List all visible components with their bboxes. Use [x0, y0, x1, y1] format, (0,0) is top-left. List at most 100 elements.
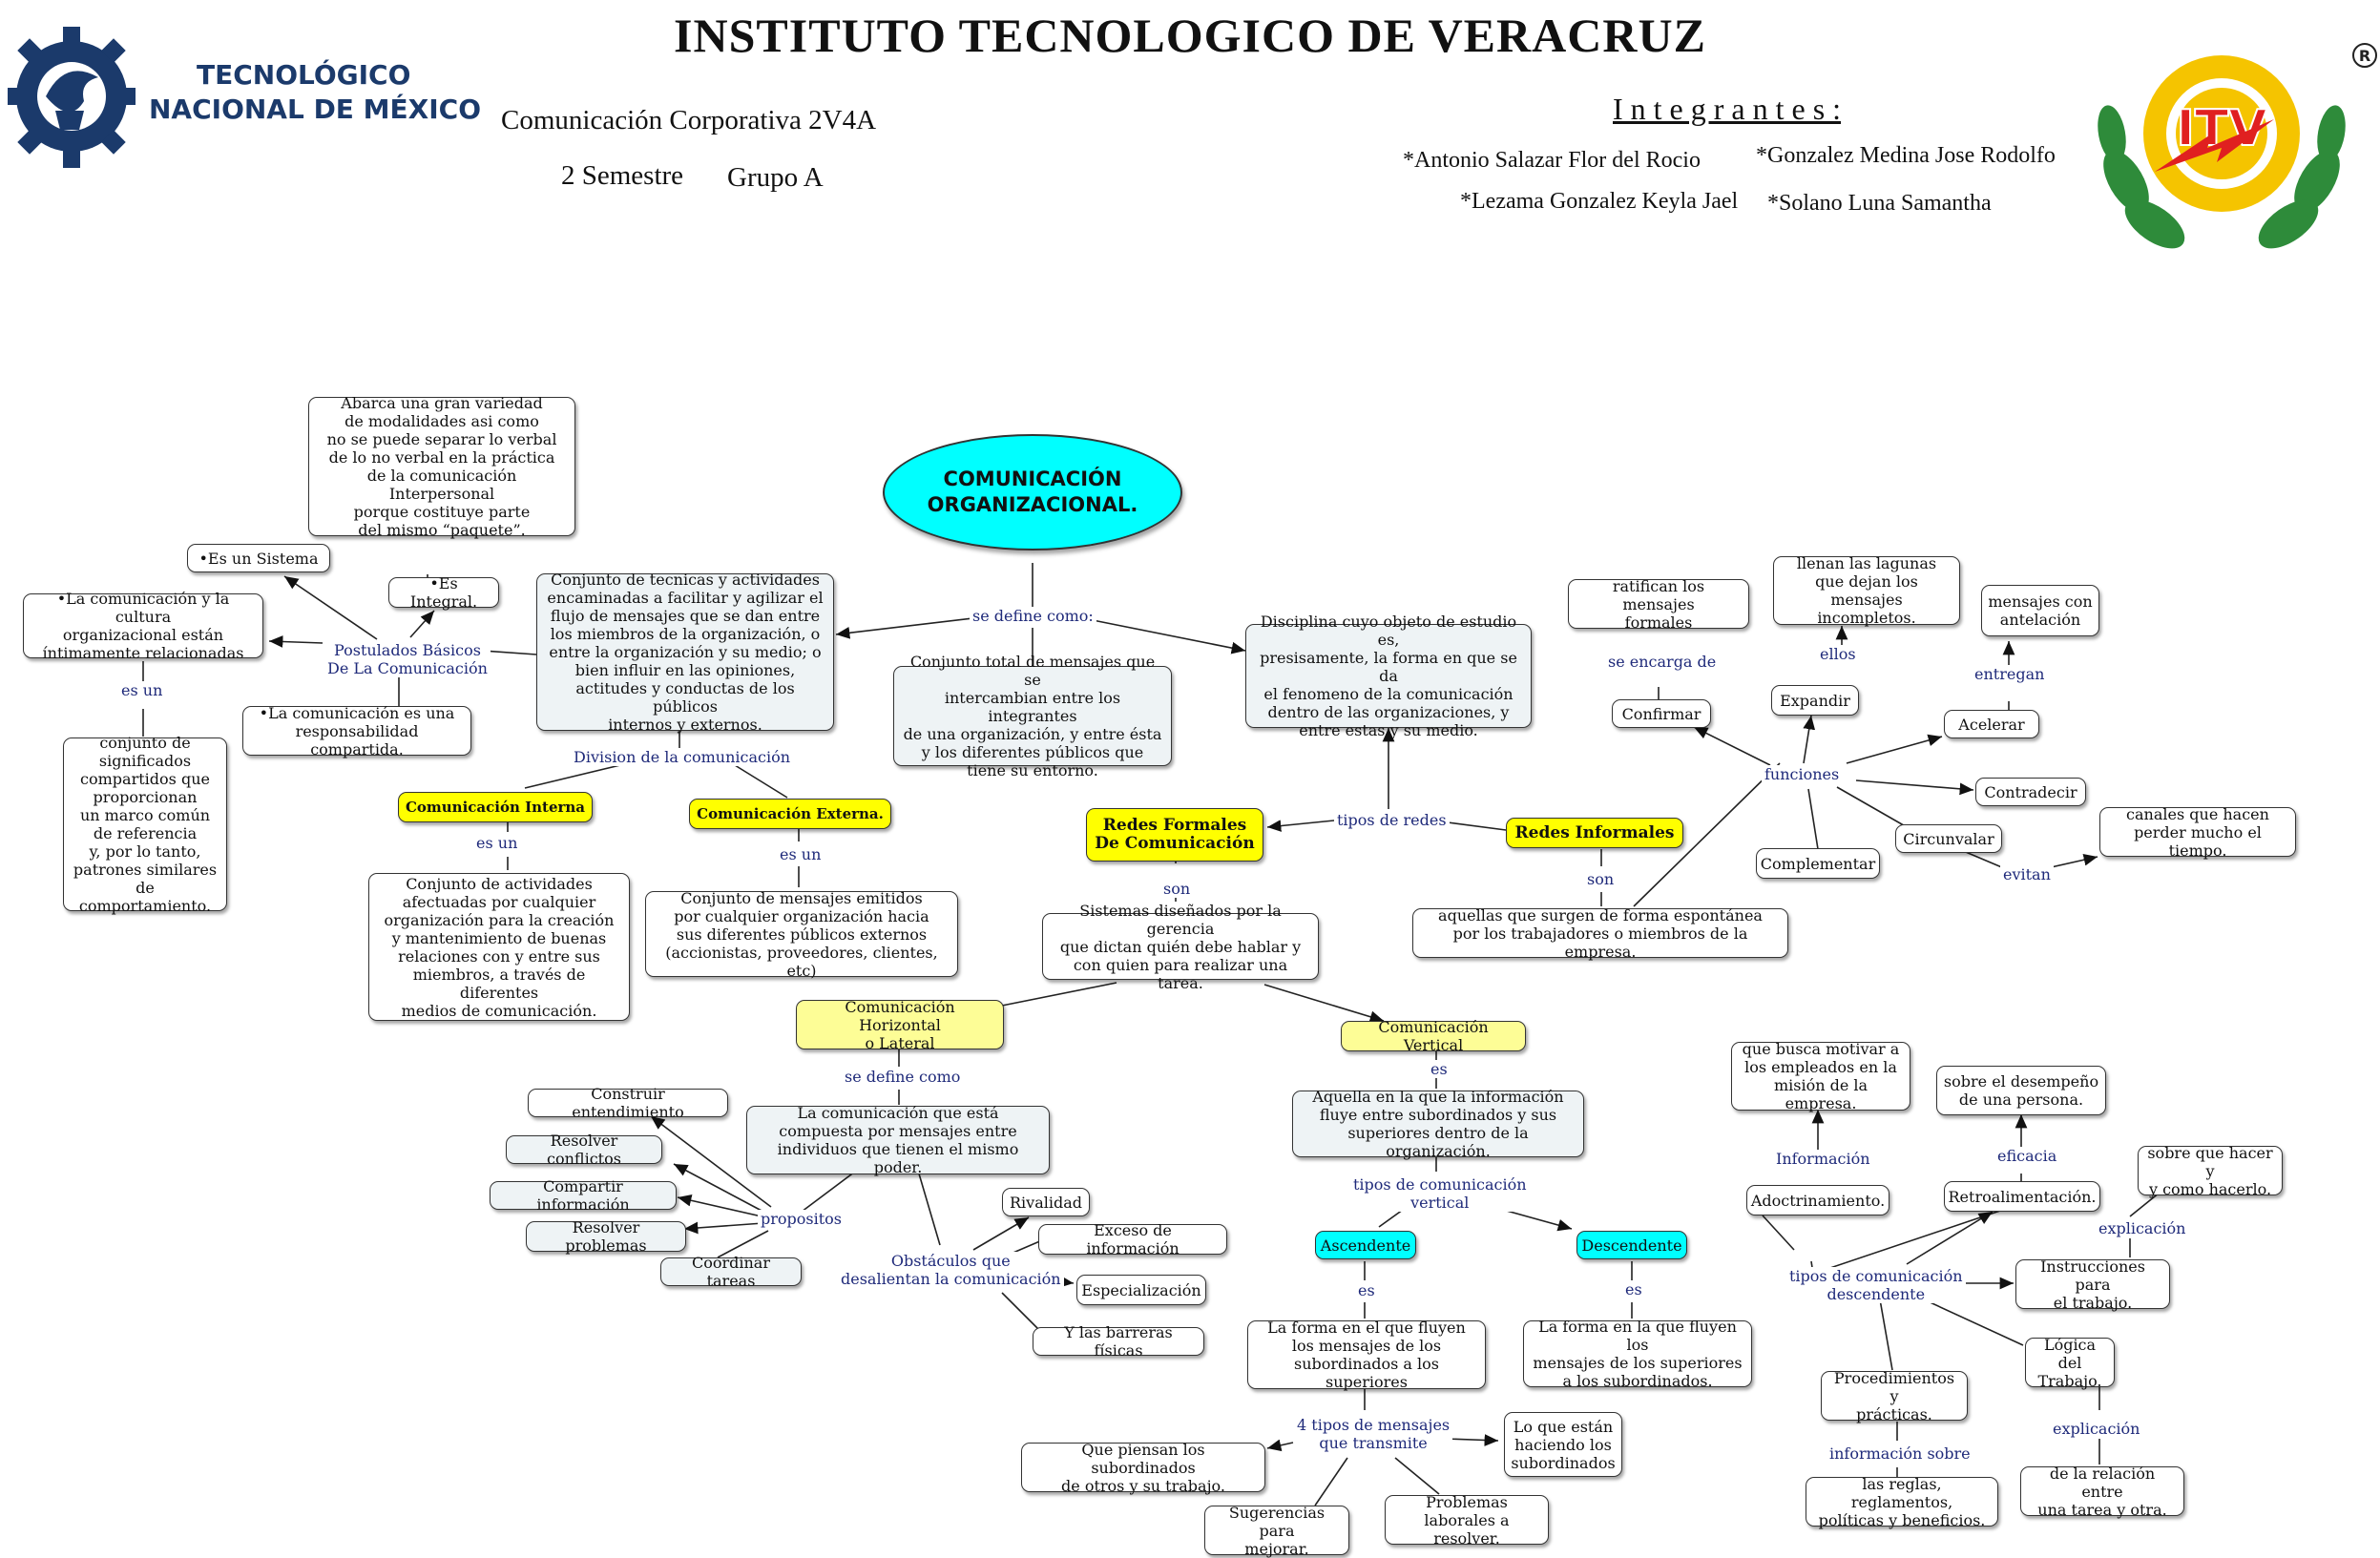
label-son-formales: son — [1160, 880, 1194, 898]
institute-title: INSTITUTO TECNOLOGICO DE VERACRUZ — [674, 9, 1706, 62]
comunicacion-externa: Comunicación Externa. — [689, 799, 891, 829]
label-es-descendente: es — [1622, 1280, 1645, 1298]
abarca-note: Abarca una gran variedad de modalidades … — [308, 394, 575, 539]
ascendente-desc: La forma en el que fluyen los mensajes d… — [1247, 1319, 1486, 1391]
expandir: Expandir — [1771, 685, 1859, 716]
main-concept: COMUNICACIÓN ORGANIZACIONAL. — [883, 434, 1182, 550]
label-explicacion-logica: explicación — [2050, 1420, 2143, 1438]
member-3: *Lezama Gonzalez Keyla Jael — [1460, 189, 1739, 214]
llenan-note: llenan las lagunas que dejan los mensaje… — [1773, 554, 1960, 627]
tecnm-wordmark-line1: TECNOLÓGICO — [197, 59, 411, 91]
semester: 2 Semestre — [561, 160, 684, 191]
logica-trabajo: Lógica del Trabajo. — [2025, 1336, 2115, 1390]
adoctrinamiento: Adoctrinamiento. — [1746, 1185, 1889, 1215]
que-piensan: Que piensan los subordinados de otros y … — [1021, 1441, 1265, 1495]
label-tipos-redes: tipos de redes — [1334, 811, 1450, 829]
group: Grupo A — [727, 162, 824, 193]
descendente-desc: La forma en la que fluyen los mensajes d… — [1523, 1318, 1752, 1390]
label-es-ascendente: es — [1355, 1281, 1378, 1299]
mensajes-antelacion: mensajes con antelación — [1981, 585, 2099, 636]
externa-desc: Conjunto de mensajes emitidos por cualqu… — [645, 889, 958, 980]
especializacion: Especialización — [1076, 1275, 1206, 1305]
label-es-un-interna: es un — [473, 834, 521, 852]
comunicacion-interna: Comunicación Interna — [398, 792, 593, 822]
label-obstaculos: Obstáculos que desalientan la comunicaci… — [838, 1252, 1064, 1288]
resolver-conflictos: Resolver conflictos — [506, 1132, 662, 1168]
reglas-note: las reglas, reglamentos, políticas y ben… — [1806, 1475, 1998, 1529]
itv-logo: ITV R — [2088, 38, 2380, 267]
exceso-informacion: Exceso de información — [1038, 1221, 1227, 1257]
label-funciones: funciones — [1762, 765, 1843, 783]
sistemas-desc: Sistemas diseñados por la gerencia que d… — [1042, 902, 1319, 992]
motivar-note: que busca motivar a los empleados en la … — [1731, 1040, 1910, 1112]
vertical-desc: Aquella en la que la información fluye e… — [1292, 1088, 1584, 1160]
label-es-un-cultura: es un — [118, 681, 166, 699]
label-tipos-descendente: tipos de comunicación descendente — [1786, 1267, 1966, 1303]
construir-entendimiento: Construir entendimiento — [528, 1085, 728, 1121]
relacion-note: de la relación entre una tarea y otra. — [2020, 1465, 2184, 1519]
label-se-define-como-horizontal: se define como — [842, 1068, 964, 1086]
members-title: I n t e g r a n t e s : — [1613, 92, 1842, 126]
complementar: Complementar — [1756, 848, 1880, 879]
member-4: *Solano Luna Samantha — [1767, 191, 1992, 216]
label-tipos-vertical: tipos de comunicación vertical — [1350, 1175, 1530, 1212]
label-4-tipos: 4 tipos de mensajes que transmite — [1294, 1416, 1453, 1452]
sugerencias: Sugerencias para mejorar. — [1204, 1504, 1349, 1558]
postulado-cultura: •La comunicación y la cultura organizaci… — [23, 590, 263, 662]
canales-note: canales que hacen perder mucho el tiempo… — [2099, 805, 2296, 860]
barreras-fisicas: Y las barreras físicas — [1033, 1323, 1204, 1360]
def-technical: Conjunto de tecnicas y actividades encam… — [536, 571, 834, 734]
procedimientos: Procedimientos y prácticas. — [1821, 1369, 1968, 1423]
label-eficacia: eficacia — [1994, 1147, 2060, 1165]
circunvalar: Circunvalar — [1895, 824, 2002, 853]
descendente: Descendente — [1576, 1231, 1687, 1259]
gear-eagle-icon — [8, 27, 136, 168]
svg-text:R: R — [2359, 47, 2370, 65]
tecnm-wordmark-line2: NACIONAL DE MÉXICO — [149, 93, 482, 125]
contradecir: Contradecir — [1975, 778, 2086, 806]
problemas-laborales: Problemas laborales a resolver. — [1385, 1493, 1549, 1548]
instrucciones: Instrucciones para el trabajo. — [2015, 1257, 2170, 1312]
retroalimentacion: Retroalimentación. — [1944, 1181, 2100, 1212]
def-total: Conjunto total de mensajes que se interc… — [893, 653, 1172, 779]
ascendente: Ascendente — [1315, 1231, 1416, 1259]
rivalidad: Rivalidad — [1002, 1188, 1090, 1216]
course-name: Comunicación Corporativa 2V4A — [501, 105, 877, 135]
acelerar: Acelerar — [1944, 710, 2039, 738]
interna-desc: Conjunto de actividades afectuadas por c… — [368, 873, 630, 1021]
label-informacion: Información — [1773, 1150, 1873, 1168]
label-entregan: entregan — [1972, 665, 2048, 683]
resolver-problemas: Resolver problemas — [526, 1218, 686, 1255]
postulado-integral: •Es Integral. — [388, 574, 499, 611]
label-explicacion-instrucciones: explicación — [2096, 1219, 2189, 1237]
label-es-un-externa: es un — [777, 845, 825, 863]
label-es-vertical: es — [1428, 1060, 1451, 1078]
label-informacion-sobre: información sobre — [1827, 1444, 1973, 1463]
label-propositos: propositos — [758, 1210, 845, 1228]
ratifican-note: ratifican los mensajes formales — [1568, 577, 1749, 632]
comunicacion-vertical: Comunicación Vertical — [1341, 1018, 1526, 1054]
itv-gear-wreath-icon: ITV R — [2098, 43, 2377, 249]
tecnm-logo — [8, 6, 136, 182]
label-son-informales: son — [1584, 870, 1618, 888]
label-division: Division de la comunicación — [571, 748, 793, 766]
compartir-informacion: Compartir información — [490, 1177, 677, 1214]
label-ellos: ellos — [1817, 645, 1859, 663]
coordinar-tareas: Coordinar tareas — [660, 1254, 802, 1290]
member-1: *Antonio Salazar Flor del Rocio — [1403, 148, 1701, 173]
redes-formales: Redes Formales De Comunicación — [1086, 808, 1263, 862]
desempeno-note: sobre el desempeño de una persona. — [1936, 1066, 2106, 1115]
label-se-define-como: se define como: — [970, 607, 1096, 625]
member-2: *Gonzalez Medina Jose Rodolfo — [1756, 143, 2056, 168]
lo-que-estan: Lo que están haciendo los subordinados — [1504, 1412, 1622, 1477]
label-evitan: evitan — [2000, 865, 2054, 883]
horizontal-desc: La comunicación que está compuesta por m… — [746, 1104, 1050, 1176]
confirmar: Confirmar — [1612, 699, 1711, 728]
informales-desc: aquellas que surgen de forma espontánea … — [1412, 906, 1788, 961]
postulado-responsabilidad: •La comunicación es una responsabilidad … — [242, 704, 471, 758]
significados-note: conjunto de significados compartidos que… — [63, 734, 227, 915]
redes-informales: Redes Informales — [1506, 818, 1683, 848]
label-se-encarga: se encarga de — [1605, 653, 1720, 671]
sobre-que-hacer: sobre que hacer y y como hacerlo. — [2138, 1144, 2283, 1198]
